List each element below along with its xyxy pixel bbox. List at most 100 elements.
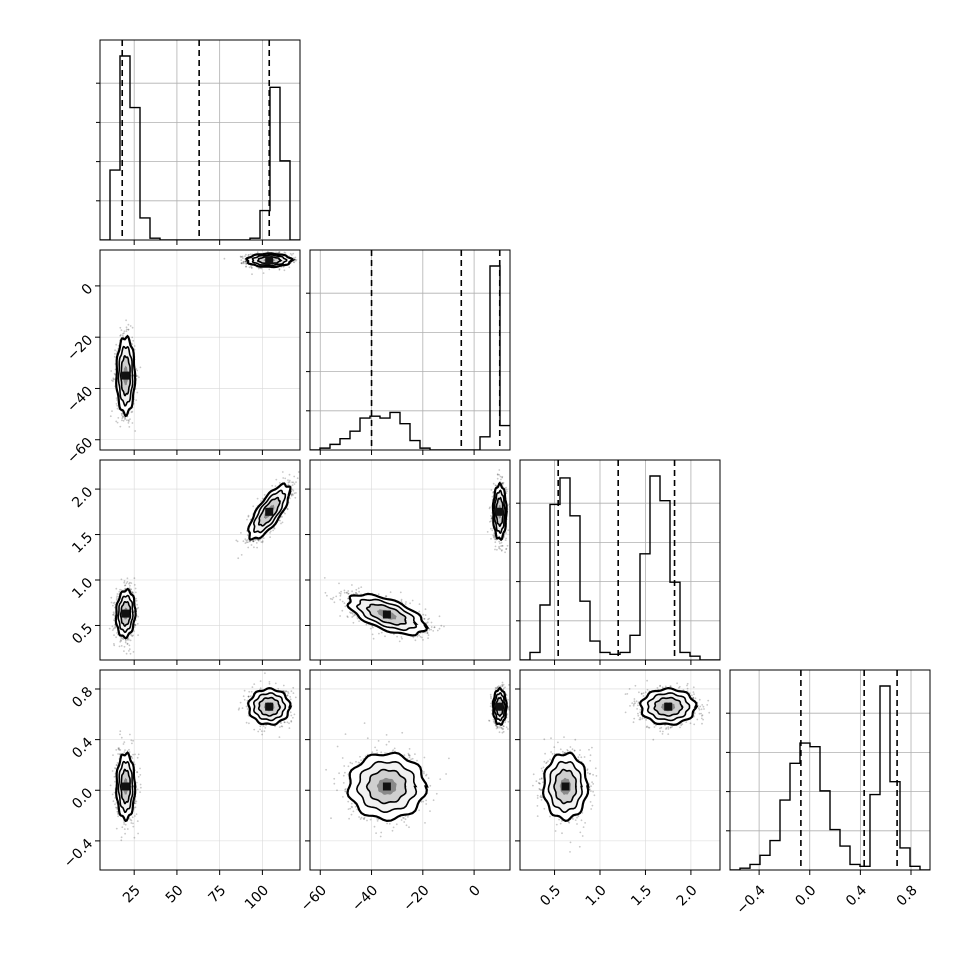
sample-point — [108, 627, 111, 630]
sample-point — [127, 637, 130, 640]
sample-point — [355, 591, 357, 594]
sample-point — [506, 490, 508, 493]
sample-point — [115, 598, 118, 601]
sample-point — [134, 591, 137, 594]
sample-point — [119, 326, 122, 329]
sample-point — [492, 534, 495, 537]
sample-point — [133, 584, 136, 586]
sample-point — [129, 652, 132, 655]
sample-point — [357, 587, 360, 590]
sample-point — [245, 260, 247, 263]
sample-point — [505, 548, 507, 550]
sample-point — [260, 267, 263, 270]
sample-point — [486, 531, 489, 533]
sample-point — [288, 497, 291, 500]
sample-point — [113, 626, 116, 629]
sample-point — [249, 253, 252, 256]
sample-point — [261, 541, 264, 544]
sample-point — [426, 631, 428, 633]
sample-point — [112, 602, 115, 604]
sample-point — [115, 397, 118, 399]
sample-point — [131, 336, 134, 339]
sample-point — [110, 379, 113, 382]
sample-point — [248, 266, 251, 269]
panel-frame — [99, 459, 301, 661]
sample-point — [496, 473, 499, 476]
sample-point — [135, 597, 138, 600]
sample-point — [127, 639, 130, 641]
sample-point — [501, 476, 503, 479]
sample-point — [132, 651, 135, 653]
histogram-steps — [100, 55, 300, 240]
sample-point — [247, 546, 250, 549]
sample-point — [260, 500, 262, 502]
sample-point — [252, 540, 255, 543]
sample-point — [136, 369, 139, 372]
sample-point — [245, 262, 248, 265]
sample-point — [365, 623, 368, 626]
sample-point — [351, 584, 353, 586]
sample-point — [352, 621, 355, 624]
sample-point — [126, 642, 129, 645]
histogram-steps — [310, 265, 510, 450]
sample-point — [347, 597, 349, 600]
sample-point — [291, 484, 294, 487]
sample-point — [119, 334, 122, 337]
sample-point — [128, 644, 131, 647]
sample-point — [129, 418, 131, 420]
scatter-panel-2-1 — [100, 248, 300, 450]
sample-point — [114, 627, 117, 629]
sample-point — [121, 419, 123, 422]
sample-point — [126, 638, 129, 641]
sample-point — [118, 645, 121, 648]
sample-point — [275, 251, 277, 254]
sample-point — [491, 495, 494, 498]
sample-point — [129, 325, 132, 327]
sample-point — [131, 326, 134, 329]
sample-point — [500, 549, 503, 552]
histogram-panel-3 — [520, 460, 720, 660]
sample-point — [110, 601, 113, 604]
sample-point — [494, 545, 497, 548]
sample-point — [247, 515, 250, 518]
sample-point — [123, 330, 126, 333]
sample-point — [501, 482, 504, 484]
sample-point — [491, 529, 494, 532]
sample-point — [283, 269, 286, 272]
sample-points — [108, 454, 308, 655]
sample-point — [136, 623, 139, 625]
sample-point — [129, 581, 131, 584]
sample-point — [268, 268, 271, 271]
sample-point — [288, 481, 291, 483]
sample-point — [244, 255, 246, 258]
sample-point — [245, 265, 247, 268]
sample-point — [287, 248, 289, 250]
sample-point — [134, 430, 137, 432]
sample-point — [129, 639, 132, 642]
sample-point — [490, 517, 493, 520]
sample-point — [495, 484, 498, 487]
sample-point — [113, 619, 115, 622]
sample-point — [306, 454, 308, 456]
sample-point — [110, 596, 113, 599]
sample-point — [292, 489, 295, 492]
sample-point — [263, 494, 266, 496]
sample-point — [292, 494, 294, 496]
sample-point — [499, 542, 501, 545]
histogram-steps — [520, 475, 720, 660]
sample-point — [430, 628, 432, 631]
sample-point — [240, 532, 242, 534]
sample-point — [119, 334, 122, 336]
sample-point — [134, 624, 137, 627]
sample-point — [284, 252, 287, 254]
histogram-panel-1 — [100, 40, 300, 240]
sample-point — [123, 332, 125, 335]
sample-point — [290, 494, 293, 497]
sample-point — [273, 527, 276, 530]
sample-point — [122, 415, 125, 418]
sample-point — [239, 255, 242, 258]
sample-point — [253, 546, 255, 549]
sample-point — [122, 637, 124, 640]
sample-point — [250, 265, 253, 268]
